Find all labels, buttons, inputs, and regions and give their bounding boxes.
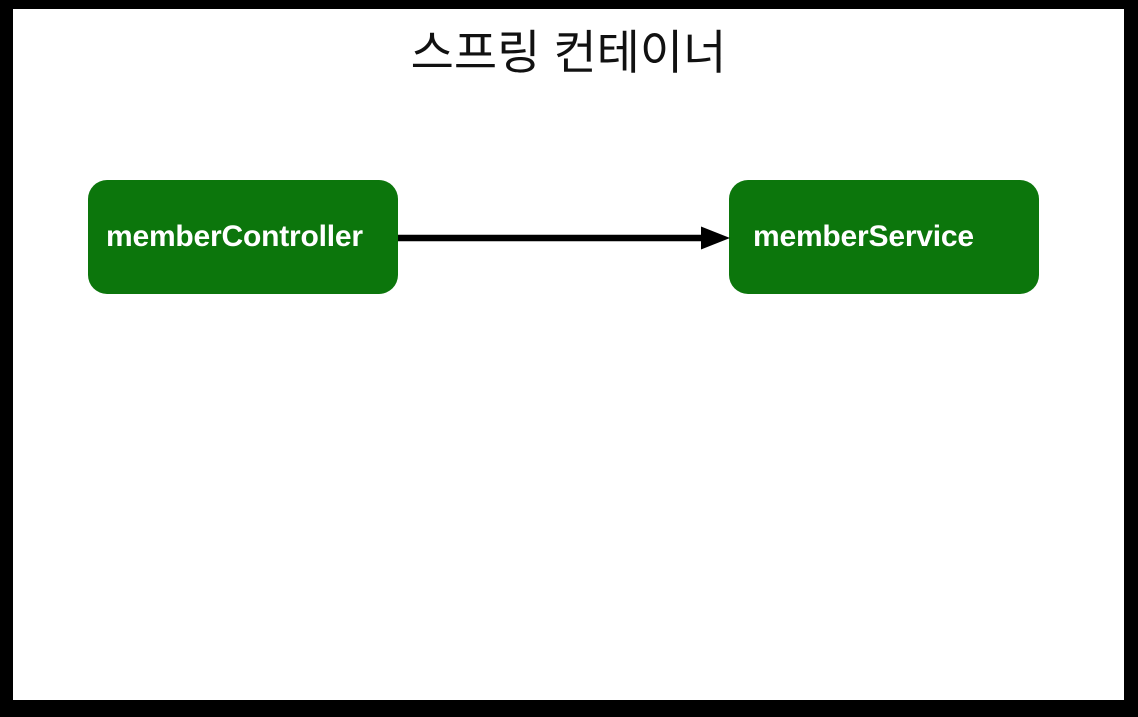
node-member-controller[interactable]: memberController <box>88 180 398 294</box>
node-member-service-label: memberService <box>753 220 974 253</box>
node-member-service[interactable]: memberService <box>729 180 1039 294</box>
dependency-arrow-layer <box>398 226 730 250</box>
page-title: 스프링 컨테이너 <box>410 26 727 79</box>
arrow-head-icon <box>701 226 730 250</box>
dependency-arrow-controller-to-service[interactable] <box>398 226 730 250</box>
diagram-canvas: 스프링 컨테이너 memberController memberService <box>13 9 1124 700</box>
node-member-controller-label: memberController <box>106 220 363 253</box>
